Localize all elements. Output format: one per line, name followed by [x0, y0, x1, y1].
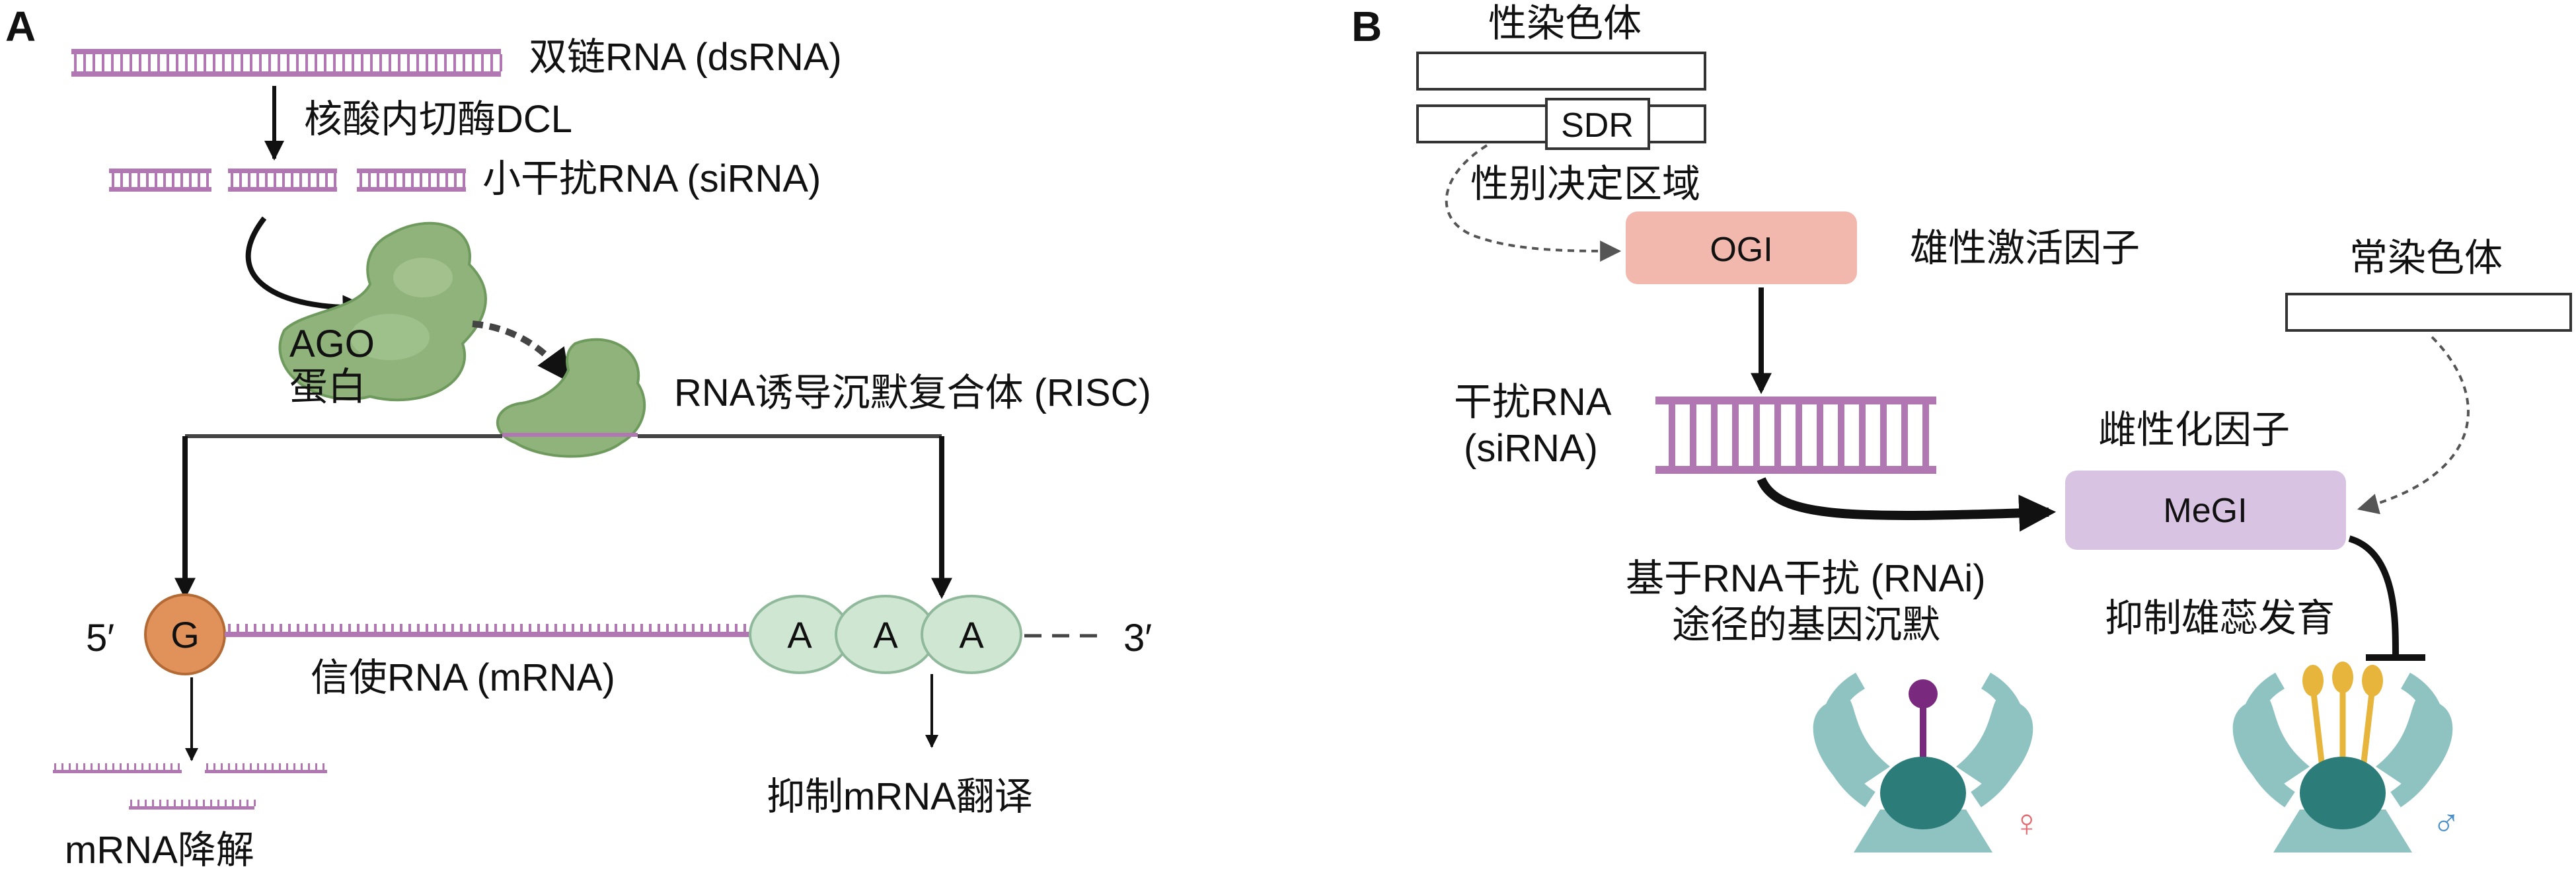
sirna-b-label-1: 干扰RNA [1454, 381, 1612, 424]
panel-a: A 双链RNA (dsRNA) 核酸内切酶DCL 小干扰RNA (siRNA) … [5, 3, 1152, 871]
femaleness-label: 雌性化因子 [2098, 408, 2290, 451]
autosome-label: 常染色体 [2349, 237, 2503, 280]
ogi-label: OGI [1710, 231, 1772, 269]
dsrna-strand [71, 49, 502, 77]
megi-inhibition-line [2348, 535, 2399, 655]
female-flower-icon [1813, 672, 2033, 852]
ogi-box [1626, 211, 1857, 284]
sex-chromosome-label: 性染色体 [1488, 2, 1642, 45]
cap-label: G [170, 614, 200, 656]
degradation-label: mRNA降解 [65, 829, 254, 871]
mrna-label: 信使RNA (mRNA) [311, 656, 615, 699]
risc-complex [496, 338, 646, 458]
polya-tail: A A A [749, 595, 1022, 674]
polya-a-3: A [959, 614, 984, 656]
five-prime-label: 5′ [86, 617, 114, 660]
sirna-b-label-2: (siRNA) [1464, 427, 1598, 470]
megi-box [2065, 471, 2346, 550]
megi-label: MeGI [2163, 492, 2247, 530]
sdr-box [1545, 98, 1650, 150]
polya-a-1: A [787, 614, 812, 656]
suppress-label: 抑制雄蕊发育 [2105, 597, 2335, 640]
ago-to-risc-arrow [472, 321, 572, 383]
sdr-label: SDR [1561, 106, 1634, 145]
sdr-full-label: 性别决定区域 [1470, 163, 1700, 206]
ago-label-1: AGO [289, 322, 375, 365]
risc-label: RNA诱导沉默复合体 (RISC) [674, 371, 1151, 414]
polya-bead-3 [921, 595, 1022, 674]
sdr-to-ogi-arrow [1445, 144, 1622, 262]
sirna-fragments [109, 169, 466, 192]
dsrna-label: 双链RNA (dsRNA) [529, 36, 842, 79]
autosome-to-megi-arrow [2357, 336, 2470, 515]
ogi-desc-label: 雄性激活因子 [1910, 227, 2140, 270]
sex-chromosome-1 [1416, 52, 1706, 91]
female-symbol: ♀ [2012, 802, 2041, 845]
sirna-label: 小干扰RNA (siRNA) [482, 157, 821, 200]
dcl-label: 核酸内切酶DCL [304, 98, 572, 141]
male-flower-icon [2232, 662, 2453, 852]
degraded-fragments [53, 763, 327, 810]
sirna-to-ago-arrow [245, 216, 369, 322]
panel-a-label: A [5, 3, 36, 50]
polya-a-2: A [873, 614, 898, 656]
sirna-ladder [1655, 397, 1936, 474]
panel-b: B 性染色体 SDR 性别决定区域 OGI 雄性激活因子 常染色体 干扰RNA … [1351, 2, 2572, 852]
mrna-strand [225, 624, 753, 637]
sirna-to-megi-arrow [1757, 477, 2057, 532]
male-symbol: ♂ [2432, 802, 2461, 845]
rnai-label-1: 基于RNA干扰 (RNAi) [1626, 557, 1986, 600]
translation-label: 抑制mRNA翻译 [767, 775, 1033, 818]
autosome-bar [2285, 293, 2572, 332]
panel-b-label: B [1351, 3, 1382, 50]
rnai-label-2: 途径的基因沉默 [1672, 603, 1940, 646]
three-prime-label: 3′ [1123, 617, 1152, 660]
ago-label-2: 蛋白 [289, 365, 366, 408]
